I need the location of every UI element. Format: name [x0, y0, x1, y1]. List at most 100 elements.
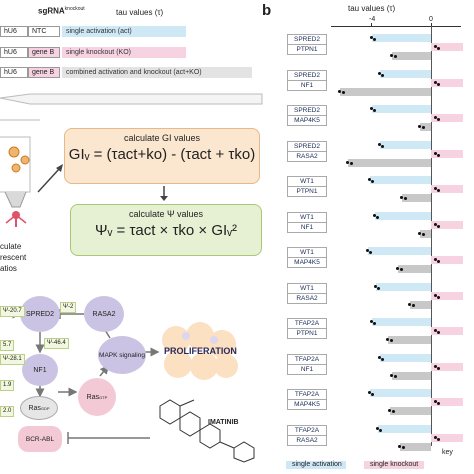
combined-bar	[340, 88, 431, 96]
replicate-dot	[374, 285, 377, 288]
replicate-dot	[390, 374, 393, 377]
knockout-bar	[431, 221, 463, 229]
replicate-dot	[437, 402, 440, 405]
replicate-dot	[394, 375, 397, 378]
activation-bar	[380, 354, 431, 362]
combined-bar	[392, 52, 431, 60]
activated-gene: SPRED2	[288, 71, 326, 81]
replicate-dot	[437, 367, 440, 370]
replicate-dot	[437, 296, 440, 299]
knockout-bar	[431, 292, 463, 300]
plate-illustration	[0, 93, 263, 227]
knockout-bar	[431, 185, 463, 193]
activation-bar	[370, 176, 431, 184]
replicate-dot	[381, 145, 384, 148]
replicate-dot	[392, 410, 395, 413]
replicate-dot	[412, 304, 415, 307]
psi-label: 5.7	[0, 340, 15, 351]
imatinib-label: IMATINIB	[208, 419, 239, 426]
tick-label: 0	[429, 16, 433, 23]
sgrna-header: sgRNAknockout	[38, 6, 85, 16]
construct-row: hU6 NTC single activation (act)	[0, 25, 186, 37]
knockout-bar	[431, 43, 463, 51]
activated-gene: SPRED2	[288, 142, 326, 152]
knockout-bar	[431, 327, 463, 335]
replicate-dot	[434, 152, 437, 155]
replicate-dot	[394, 55, 397, 58]
knockout-gene: MAP4K5	[294, 117, 320, 124]
replicate-dot	[434, 258, 437, 261]
combined-bar	[402, 194, 431, 202]
legend-swatch-knockout	[364, 461, 424, 469]
replicate-dot	[434, 223, 437, 226]
replicate-dot	[381, 358, 384, 361]
activation-bar	[376, 283, 431, 291]
proliferation-cells	[162, 322, 238, 380]
psi-formula-box: calculate Ψ values Ψᵥ = τact × τko × GIᵥ…	[70, 204, 262, 256]
replicate-dot	[408, 303, 411, 306]
panel-b-label: b	[262, 2, 272, 19]
replicate-dot	[437, 118, 440, 121]
left-cropped-text: culate rescent atios	[0, 242, 27, 273]
replicate-dot	[373, 322, 376, 325]
activation-bar	[380, 70, 431, 78]
psi-label: Ψ-28.1	[0, 354, 25, 365]
replicate-dot	[373, 109, 376, 112]
activated-gene: WT1	[288, 284, 326, 294]
x-axis-tick	[371, 23, 372, 27]
replicate-dot	[437, 189, 440, 192]
replicate-dot	[437, 438, 440, 441]
activated-gene: SPRED2	[288, 106, 326, 116]
construct-label: combined activation and knockout (act+KO…	[62, 66, 252, 78]
gi-formula-box: calculate GI values GIᵥ = (τact+ko) - (τ…	[64, 128, 260, 184]
gi-equation: GIᵥ = (τact+ko) - (τact + τko)	[68, 146, 256, 163]
knockout-bar	[431, 79, 463, 87]
replicate-dot	[418, 125, 421, 128]
legend-swatch-activation	[286, 461, 346, 469]
knockout-gene: NF1	[300, 82, 314, 89]
activated-gene: TFAP2A	[288, 390, 326, 400]
construct-row: hU6 gene B single knockout (KO)	[0, 46, 186, 58]
psi-equation: Ψᵥ = τact × τko × GIᵥ²	[95, 222, 237, 239]
replicate-dot	[434, 294, 437, 297]
psi-title: calculate Ψ values	[128, 209, 204, 219]
activated-gene: SPRED2	[288, 35, 326, 45]
activation-bar	[380, 141, 431, 149]
panel-b-axis-title: tau values (τ)	[348, 4, 396, 13]
combined-bar	[420, 123, 431, 131]
tick-label: -4	[369, 16, 376, 23]
combined-bar	[388, 336, 431, 344]
promoter-box: hU6	[0, 66, 28, 78]
activation-bar	[378, 425, 431, 433]
replicate-dot	[434, 400, 437, 403]
knockout-gene: NF1	[300, 366, 314, 373]
key-label: key	[442, 449, 453, 456]
replicate-dot	[396, 267, 399, 270]
guide-box: gene B	[28, 46, 60, 58]
activation-bar	[372, 34, 431, 42]
activated-gene: WT1	[288, 177, 326, 187]
psi-label: 2.0	[0, 406, 15, 417]
activation-bar	[372, 318, 431, 326]
replicate-dot	[402, 446, 405, 449]
combined-bar	[392, 372, 431, 380]
replicate-dot	[437, 47, 440, 50]
legend-label-knockout: single knockout	[370, 461, 419, 468]
replicate-dot	[378, 143, 381, 146]
replicate-dot	[381, 74, 384, 77]
activated-gene: WT1	[288, 213, 326, 223]
legend-label-activation: single activation	[292, 461, 342, 468]
replicate-dot	[370, 36, 373, 39]
knockout-gene: MAP4K5	[294, 259, 320, 266]
replicate-dot	[390, 339, 393, 342]
combined-bar	[390, 407, 431, 415]
knockout-gene: RASA2	[296, 295, 318, 302]
proliferation-label: PROLIFERATION	[164, 346, 237, 356]
x-axis-tick	[431, 23, 432, 27]
replicate-dot	[378, 356, 381, 359]
replicate-dot	[368, 178, 371, 181]
